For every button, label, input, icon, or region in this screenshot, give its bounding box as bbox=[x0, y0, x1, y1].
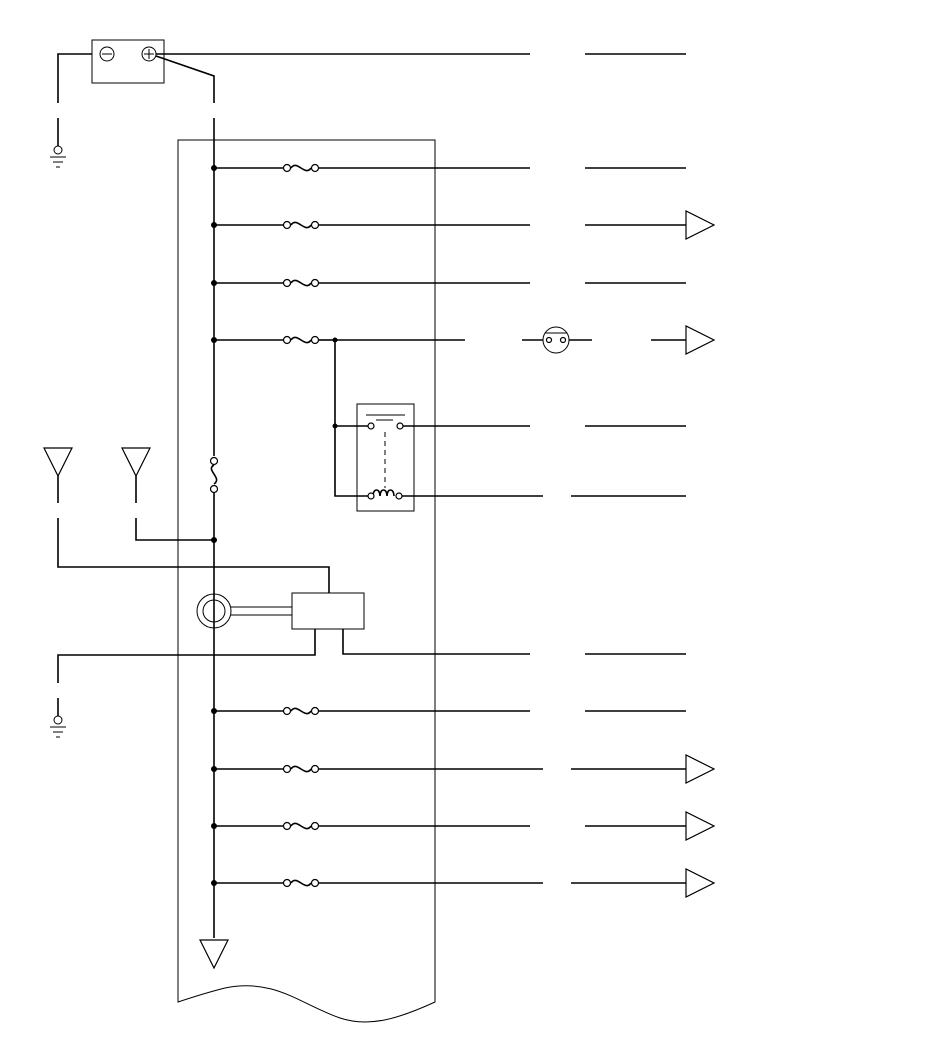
fuse-terminal bbox=[310, 878, 320, 888]
fuse-box-outline bbox=[177, 139, 436, 1023]
fuse-terminal bbox=[282, 335, 292, 345]
fuse-terminal bbox=[282, 278, 292, 288]
fuse-icon bbox=[290, 879, 312, 887]
fuse-terminal bbox=[310, 163, 320, 173]
antenna-icon bbox=[121, 447, 214, 541]
connector-arrow-icon bbox=[685, 754, 716, 784]
antenna-icon bbox=[43, 447, 330, 593]
fuse-icon bbox=[290, 765, 312, 773]
fuse-icon bbox=[290, 279, 312, 287]
fuse-terminal bbox=[282, 163, 292, 173]
fuse-icon bbox=[290, 336, 312, 344]
connector-arrow-icon bbox=[685, 325, 716, 355]
battery-negative-terminal-icon bbox=[99, 46, 115, 62]
bulb-icon bbox=[542, 326, 570, 354]
main-bus-fuse-icon bbox=[209, 456, 219, 494]
bus-connector-arrow-icon bbox=[199, 939, 229, 970]
fuse-icon bbox=[290, 707, 312, 715]
fuse-terminal bbox=[282, 821, 292, 831]
battery bbox=[91, 39, 165, 84]
connector-arrow-icon bbox=[685, 868, 716, 898]
ground-icon bbox=[50, 145, 66, 168]
fuse-terminal bbox=[282, 706, 292, 716]
fuse-terminal bbox=[310, 220, 320, 230]
fuse-terminal bbox=[310, 706, 320, 716]
connector-arrow-icon bbox=[685, 210, 716, 240]
fuse-terminal bbox=[310, 335, 320, 345]
connector-arrow-icon bbox=[685, 811, 716, 841]
fuse-terminal bbox=[282, 878, 292, 888]
fuse-icon bbox=[290, 221, 312, 229]
ground-icon bbox=[50, 715, 66, 738]
battery-negative-wire bbox=[57, 53, 92, 103]
fuse-terminal bbox=[282, 220, 292, 230]
fuse-terminal bbox=[310, 278, 320, 288]
fuse-terminal bbox=[310, 764, 320, 774]
fuse-terminal bbox=[310, 821, 320, 831]
fuse-icon bbox=[290, 822, 312, 830]
ignition-switch-icon bbox=[196, 592, 365, 630]
fuse-terminal bbox=[282, 764, 292, 774]
relay-icon bbox=[356, 403, 415, 512]
fuse-icon bbox=[290, 164, 312, 172]
